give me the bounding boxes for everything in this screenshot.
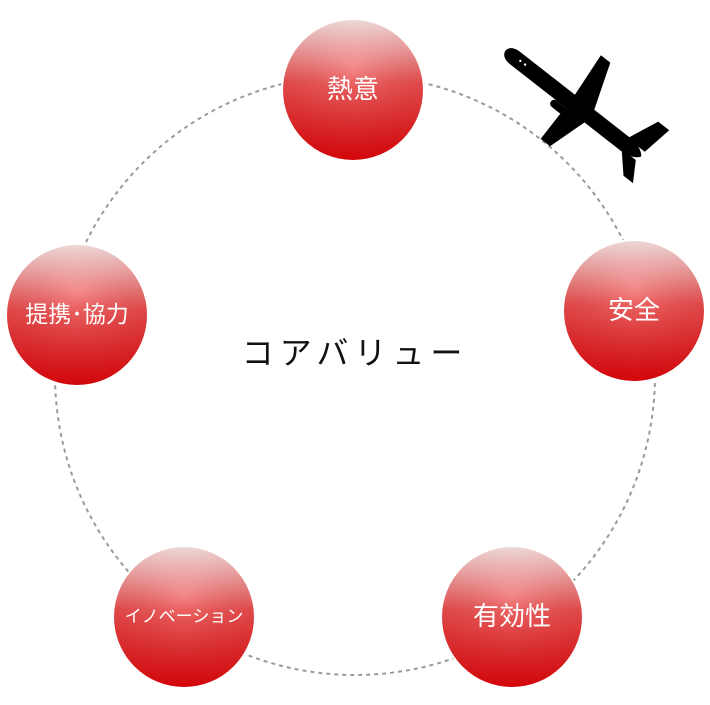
diagram-title: コアバリュー: [242, 334, 469, 372]
value-node-partnership: 提携･協力: [5, 243, 149, 387]
airplane-icon: [504, 48, 670, 184]
value-label: 有効性: [473, 602, 551, 632]
value-label: 安全: [608, 296, 660, 326]
value-node-passion: 熱意: [281, 18, 425, 162]
value-node-effectiveness: 有効性: [440, 545, 584, 689]
value-label: 熱意: [327, 75, 379, 105]
value-label: 提携･協力: [25, 302, 129, 328]
value-node-safety: 安全: [562, 239, 706, 383]
value-node-innovation: イノベーション: [112, 545, 256, 689]
value-label: イノベーション: [125, 607, 244, 627]
